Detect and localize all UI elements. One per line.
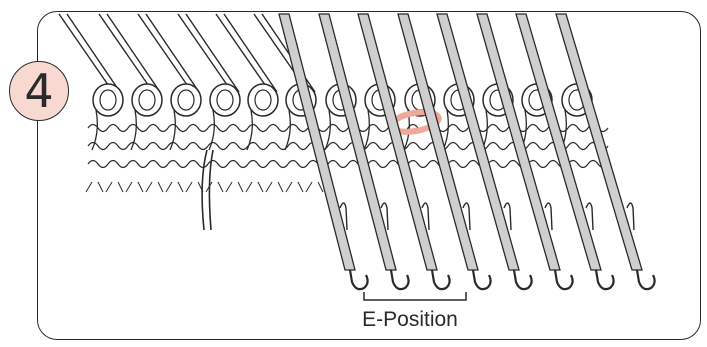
needle-hook [596, 270, 614, 289]
stitch-loop-inner [255, 90, 271, 110]
stitch-loop-inner [139, 90, 155, 110]
needle-hook [350, 270, 368, 289]
back-needle [138, 14, 192, 92]
step-number-badge: 4 [9, 61, 69, 121]
needle-hook [514, 270, 532, 289]
bracket-line [364, 292, 466, 300]
position-label: E-Position [348, 308, 472, 332]
needle-hook [473, 270, 491, 289]
back-needle [186, 14, 239, 92]
stitch-loop-inner [178, 90, 194, 110]
needle-hook [637, 270, 655, 289]
e-position-bracket [364, 292, 466, 300]
back-needle [107, 14, 160, 92]
back-needle [224, 14, 277, 92]
back-needle-row [59, 14, 315, 92]
needle-hook [555, 270, 573, 289]
step-number: 4 [24, 68, 53, 114]
needle-hook [391, 270, 409, 289]
needle-hook [432, 270, 450, 289]
back-needle [146, 14, 199, 92]
back-needle [67, 14, 120, 92]
stitch-loop-inner [100, 90, 116, 110]
stitch-loop-inner [217, 90, 233, 110]
back-needle [99, 14, 153, 92]
